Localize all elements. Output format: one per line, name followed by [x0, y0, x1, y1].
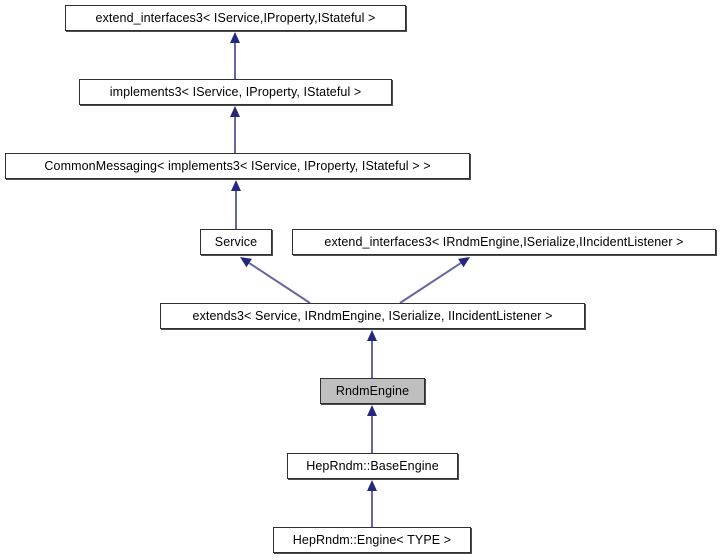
class-node-common-messaging[interactable]: CommonMessaging< implements3< IService, …	[5, 153, 470, 179]
class-node-hep-base-engine[interactable]: HepRndm::BaseEngine	[287, 453, 458, 479]
class-node-label: HepRndm::Engine< TYPE >	[292, 532, 452, 547]
inheritance-arrowhead	[240, 257, 252, 268]
class-node-label: HepRndm::BaseEngine	[306, 458, 439, 473]
class-node-label: extend_interfaces3< IRndmEngine,ISeriali…	[324, 234, 684, 249]
class-node-extends3-service[interactable]: extends3< Service, IRndmEngine, ISeriali…	[160, 303, 585, 329]
class-node-label: Service	[214, 234, 258, 249]
class-node-label: implements3< IService, IProperty, IState…	[109, 84, 362, 99]
inheritance-arrowhead	[230, 32, 240, 43]
inheritance-arrowhead	[231, 180, 241, 191]
class-node-label: extends3< Service, IRndmEngine, ISeriali…	[192, 308, 553, 323]
class-node-rndm-engine[interactable]: RndmEngine	[320, 378, 425, 404]
inheritance-edge-line	[399, 262, 462, 304]
inheritance-arrowhead	[367, 405, 377, 416]
class-node-label: extend_interfaces3< IService,IProperty,I…	[95, 10, 376, 25]
inheritance-edge-line	[248, 262, 311, 304]
inheritance-arrowhead	[367, 330, 377, 341]
class-node-service[interactable]: Service	[200, 229, 272, 255]
inheritance-arrowhead	[367, 480, 377, 491]
class-node-hep-engine-type[interactable]: HepRndm::Engine< TYPE >	[273, 527, 471, 553]
class-node-label: CommonMessaging< implements3< IService, …	[44, 158, 431, 173]
class-node-label: RndmEngine	[335, 383, 410, 398]
class-node-extend-interfaces3-rndm[interactable]: extend_interfaces3< IRndmEngine,ISeriali…	[292, 229, 716, 255]
class-node-extend-interfaces3-service[interactable]: extend_interfaces3< IService,IProperty,I…	[65, 5, 406, 31]
inheritance-arrowhead	[230, 106, 240, 117]
class-node-implements3-service[interactable]: implements3< IService, IProperty, IState…	[79, 79, 392, 105]
inheritance-arrowhead	[458, 257, 470, 268]
